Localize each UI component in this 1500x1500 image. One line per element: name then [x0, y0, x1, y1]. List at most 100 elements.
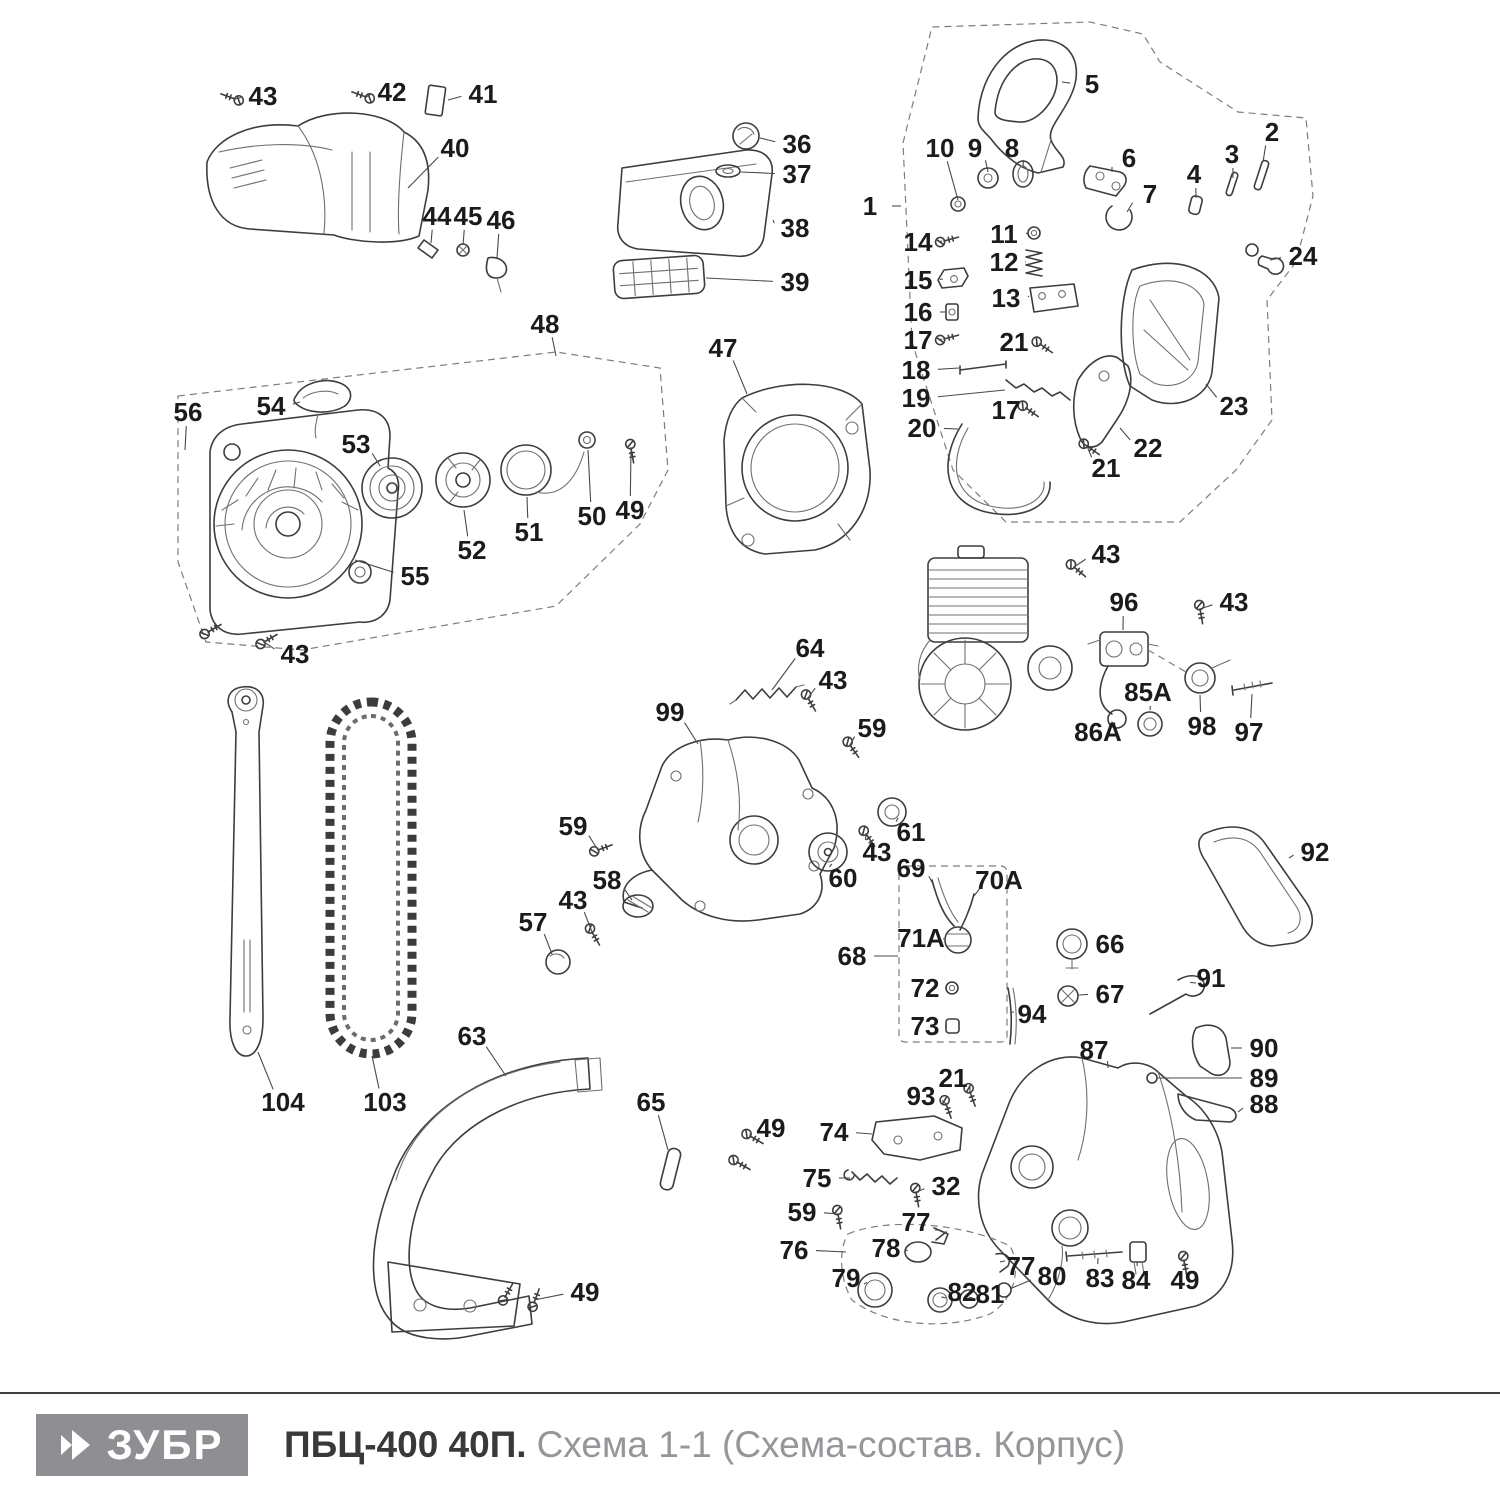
leader-line-78 [904, 1249, 908, 1252]
model-name: ПБЦ-400 40П. [284, 1424, 527, 1465]
leader-line-60 [828, 863, 833, 868]
air-filter-cover-drawing [612, 122, 773, 300]
leader-line-38 [772, 219, 775, 224]
part-callout-69: 69 [897, 853, 926, 883]
leader-line-82 [941, 1296, 947, 1299]
leader-line-43 [263, 641, 275, 650]
leader-line-22 [1119, 427, 1131, 441]
part-callout-67: 67 [1096, 979, 1125, 1009]
leader-line-74 [855, 1132, 873, 1135]
leader-line-64 [771, 658, 796, 691]
part-callout-83: 83 [1086, 1263, 1115, 1293]
part-callout-59: 59 [788, 1197, 817, 1227]
leader-line-98 [1199, 694, 1202, 713]
part-callout-52: 52 [458, 535, 487, 565]
leader-line-61 [895, 817, 899, 822]
leader-line-19 [937, 389, 1006, 398]
part-callout-90: 90 [1250, 1033, 1279, 1063]
part-callout-4: 4 [1187, 159, 1202, 189]
part-callout-22: 22 [1134, 433, 1163, 463]
part-callout-66: 66 [1096, 929, 1125, 959]
part-callout-97: 97 [1235, 717, 1264, 747]
brand-name: ЗУБР [106, 1421, 224, 1468]
leader-line-92 [1288, 854, 1294, 859]
leader-line-49 [629, 447, 632, 497]
leader-line-59 [849, 736, 856, 746]
part-callout-70A: 70A [975, 865, 1023, 895]
part-callout-49: 49 [1171, 1265, 1200, 1295]
part-callout-46: 46 [487, 205, 516, 235]
leader-line-56 [184, 425, 187, 451]
leader-line-7 [1126, 202, 1134, 213]
part-callout-74: 74 [820, 1117, 849, 1147]
part-callout-50: 50 [578, 501, 607, 531]
chain-guard-drawing [1198, 826, 1314, 947]
fuel-lines-drawing [898, 865, 1088, 1045]
tank-housing-drawing [841, 1056, 1234, 1325]
part-callout-81: 81 [976, 1279, 1005, 1309]
part-callout-43: 43 [863, 837, 892, 867]
part-callout-71A: 71A [897, 923, 945, 953]
part-callout-36: 36 [783, 129, 812, 159]
crankcase-drawing [545, 684, 907, 975]
leader-line-58 [623, 888, 633, 901]
leader-line-43 [1073, 558, 1086, 568]
leader-line-55 [354, 559, 394, 573]
part-callout-94: 94 [1018, 999, 1047, 1029]
leader-line-80 [1011, 1279, 1032, 1289]
part-callout-41: 41 [469, 79, 498, 109]
part-callout-73: 73 [911, 1011, 940, 1041]
part-callout-10: 10 [926, 133, 955, 163]
leader-line-32 [915, 1188, 925, 1193]
leader-line-42 [365, 94, 371, 98]
leader-line-21 [1086, 445, 1093, 458]
part-callout-40: 40 [441, 133, 470, 163]
part-callout-17: 17 [904, 325, 933, 355]
part-callout-49: 49 [571, 1277, 600, 1307]
part-callout-85A: 85A [1124, 677, 1172, 707]
fastener-screws [197, 86, 1208, 1314]
part-callout-1: 1 [863, 191, 877, 221]
leader-line-39 [705, 277, 774, 282]
leader-line-23 [1205, 383, 1218, 398]
part-callout-8: 8 [1005, 133, 1019, 163]
leader-line-13 [1027, 295, 1030, 298]
part-callout-58: 58 [593, 865, 622, 895]
leader-line-46 [496, 233, 500, 259]
part-callout-99: 99 [656, 697, 685, 727]
part-callout-16: 16 [904, 297, 933, 327]
leader-line-5 [1061, 81, 1071, 84]
leader-line-36 [759, 137, 776, 143]
front-handle-drawing [372, 1057, 682, 1340]
leader-line-49 [533, 1293, 564, 1301]
leader-line-81 [968, 1296, 974, 1299]
part-callout-65: 65 [637, 1087, 666, 1117]
leader-line-50 [587, 449, 592, 503]
part-callout-17: 17 [992, 395, 1021, 425]
part-callout-45: 45 [454, 201, 483, 231]
engine-drawing [917, 545, 1073, 731]
part-callout-48: 48 [531, 309, 560, 339]
part-callout-20: 20 [908, 413, 937, 443]
leader-line-52 [463, 509, 469, 537]
part-callout-93: 93 [907, 1081, 936, 1111]
part-callout-7: 7 [1143, 179, 1157, 209]
leader-line-2 [1262, 145, 1267, 163]
leader-line-93 [941, 1099, 947, 1105]
leader-line-99 [684, 722, 699, 745]
part-callout-79: 79 [832, 1263, 861, 1293]
part-callout-89: 89 [1250, 1063, 1279, 1093]
part-callout-77: 77 [1007, 1251, 1036, 1281]
part-callout-88: 88 [1250, 1089, 1279, 1119]
part-callout-96: 96 [1110, 587, 1139, 617]
footer: ЗУБР ПБЦ-400 40П.Схема 1-1 (Схема-состав… [0, 1392, 1500, 1500]
leader-line-88 [1237, 1107, 1244, 1113]
part-callout-3: 3 [1225, 139, 1239, 169]
leader-line-86A [1110, 721, 1116, 724]
part-callout-21: 21 [939, 1063, 968, 1093]
part-callout-54: 54 [257, 391, 286, 421]
part-callout-55: 55 [401, 561, 430, 591]
leader-line-18 [937, 367, 960, 370]
